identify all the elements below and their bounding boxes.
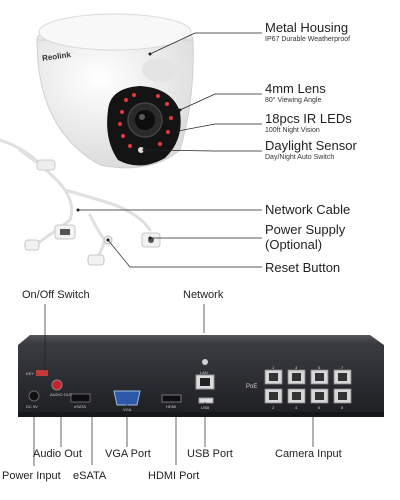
- hdmi-port: [161, 394, 182, 403]
- dome-camera: [36, 13, 194, 169]
- callout-title: Daylight Sensor: [265, 138, 357, 153]
- callout-vga-port: VGA Port: [105, 448, 151, 460]
- camera-leader-lines: [78, 32, 262, 268]
- daylight-sensor: [138, 147, 144, 153]
- audio-jack: [51, 379, 63, 391]
- vga-port: [113, 390, 141, 406]
- callout-on-off-switch: On/Off Switch: [22, 289, 90, 301]
- nvr-ports: [28, 359, 215, 406]
- panel-label-vga: VGA: [123, 407, 132, 412]
- callout-esata: eSATA: [73, 470, 107, 482]
- callout-subtitle: 100ft Night Vision: [265, 127, 320, 134]
- camera-connectors: [24, 159, 161, 266]
- callout-camera-input: Camera Input: [275, 448, 342, 460]
- callout-subtitle: 80° Viewing Angle: [265, 97, 322, 104]
- port-number-8: 8: [341, 405, 344, 410]
- panel-label-audio: AUDIO OUT: [50, 392, 73, 397]
- callout-title: Metal Housing: [265, 20, 349, 35]
- callout-subtitle: Day/Night Auto Switch: [265, 154, 335, 161]
- panel-label-hdmi: HDMI: [166, 404, 177, 409]
- callout-power-input: Power Input: [2, 470, 61, 482]
- callout-audio-out: Audio Out: [33, 448, 82, 460]
- nvr-leader-lines: [33, 304, 314, 466]
- camera-leader-dots: [76, 52, 182, 242]
- callout-title: 18pcs IR LEDs: [265, 111, 352, 126]
- dc-jack: [28, 390, 40, 402]
- usb-port: [198, 397, 214, 404]
- callout-daylight-sensor: Daylight Sensor Day/Night Auto Switch: [265, 138, 357, 162]
- callout-title: 4mm Lens: [265, 81, 326, 96]
- lens-housing: [107, 86, 181, 166]
- panel-label-key: KEY: [26, 371, 35, 376]
- callout-hdmi-port: HDMI Port: [148, 470, 200, 482]
- panel-label-usb: USB: [201, 405, 210, 410]
- port-number-2: 2: [272, 405, 275, 410]
- callout-subtitle: IP67 Durable Weatherproof: [265, 36, 351, 43]
- panel-label-lan: LAN: [200, 370, 208, 375]
- port-number-4: 4: [295, 405, 298, 410]
- port-number-1: 1: [272, 365, 275, 370]
- callout-title-2: (Optional): [265, 237, 323, 252]
- ir-leds: [118, 93, 173, 148]
- callout-network: Network: [183, 289, 224, 301]
- port-number-7: 7: [341, 365, 344, 370]
- panel-label-poe: PoE: [246, 384, 258, 390]
- callout-network-cable: Network Cable: [265, 202, 351, 217]
- port-number-6: 6: [318, 405, 321, 410]
- panel-label-esata: eSATA: [74, 404, 87, 409]
- port-number-5: 5: [318, 365, 321, 370]
- callout-metal-housing: Metal Housing IP67 Durable Weatherproof: [265, 20, 350, 44]
- callout-usb-port: USB Port: [187, 448, 233, 460]
- port-number-3: 3: [295, 365, 298, 370]
- esata-port: [70, 393, 91, 403]
- power-switch: [36, 370, 48, 376]
- callout-reset-button: Reset Button: [265, 260, 341, 275]
- callout-power-supply: Power Supply (Optional): [265, 222, 345, 252]
- callout-title: Power Supply: [265, 222, 346, 237]
- callout-lens: 4mm Lens 80° Viewing Angle: [265, 81, 326, 105]
- panel-label-dc: DC 9V: [26, 404, 38, 409]
- callout-ir-leds: 18pcs IR LEDs 100ft Night Vision: [265, 111, 352, 135]
- network-led: [202, 359, 208, 365]
